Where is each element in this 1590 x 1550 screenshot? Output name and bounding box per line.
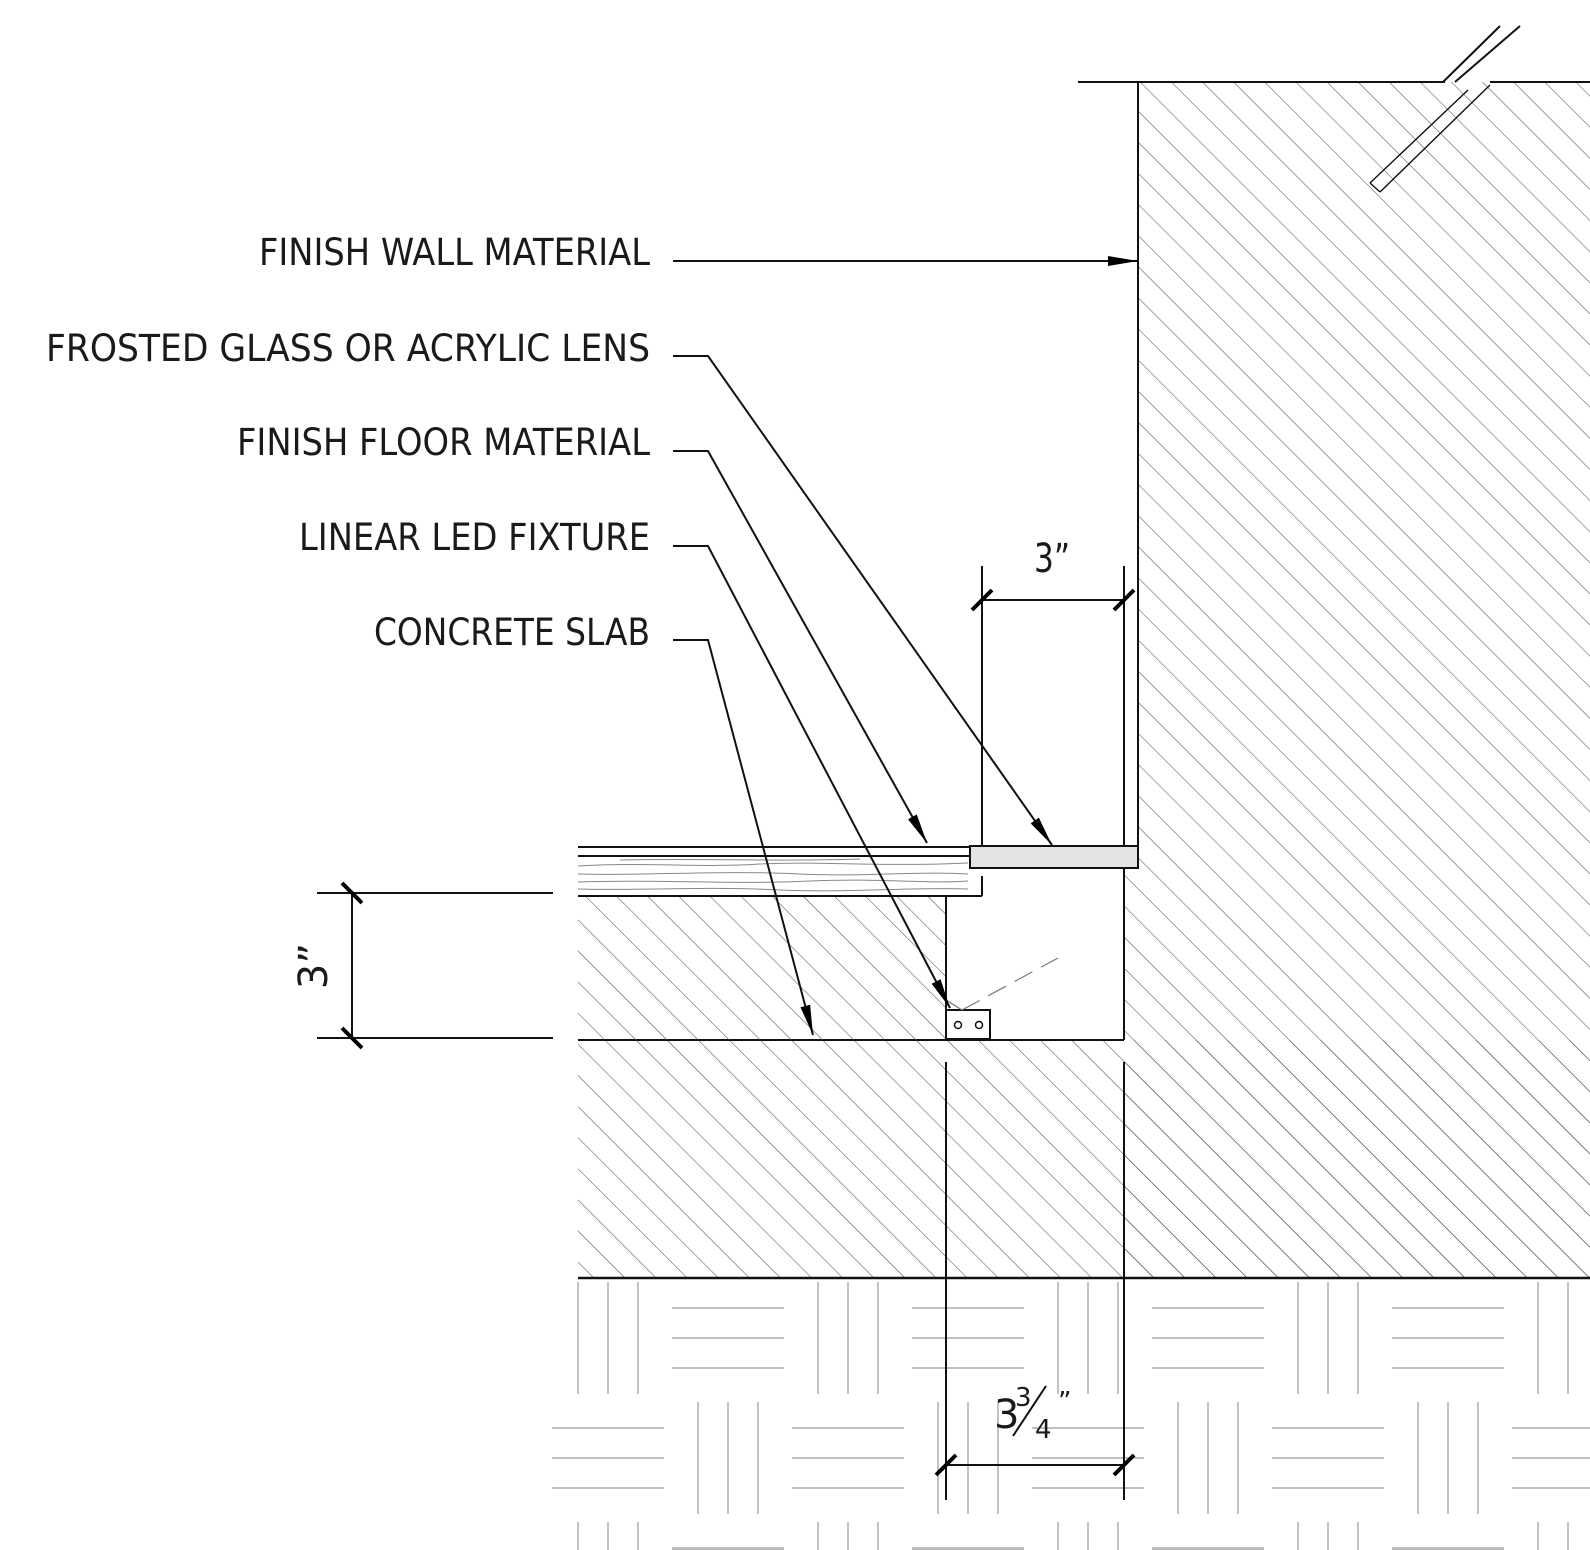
wall-section [1078,25,1590,1278]
recess-whole: 3 [994,1392,1019,1438]
label-finish-floor: FINISH FLOOR MATERIAL [237,421,650,464]
callout-led-fixture: LINEAR LED FIXTURE [299,516,951,1009]
callout-finish-wall: FINISH WALL MATERIAL [259,231,1138,274]
break-line [1369,25,1521,193]
label-led-fixture: LINEAR LED FIXTURE [299,516,650,559]
masonry-pattern [552,1282,1590,1550]
wall-hatch [1124,82,1590,1278]
label-concrete-slab: CONCRETE SLAB [374,611,650,654]
label-lens: FROSTED GLASS OR ACRYLIC LENS [46,327,650,370]
finish-floor [577,846,983,897]
cove-width-label: 3” [1034,536,1070,582]
concrete-slab [578,896,947,1040]
callout-lens: FROSTED GLASS OR ACRYLIC LENS [46,327,1053,846]
recess-inch-mark: ” [1058,1387,1071,1417]
recess-numerator: 3 [1015,1383,1032,1413]
wood-grain [577,858,969,892]
led-fixture [945,957,1059,1040]
concrete-slab-hatch [578,896,946,1040]
lower-slab-hatch [578,1040,1590,1278]
frosted-lens [969,845,1139,869]
dimension-recess: 3 3 4 ” [934,1062,1136,1500]
lower-slab [578,1039,1590,1280]
label-finish-wall: FINISH WALL MATERIAL [259,231,650,274]
recess-denominator: 4 [1035,1415,1052,1445]
dimension-cove-width: 3” [970,536,1136,612]
callout-concrete-slab: CONCRETE SLAB [374,611,814,1036]
dimension-slab-depth: 3” [291,881,553,1050]
slab-depth-label: 3” [291,943,337,989]
callout-finish-floor: FINISH FLOOR MATERIAL [237,421,928,844]
